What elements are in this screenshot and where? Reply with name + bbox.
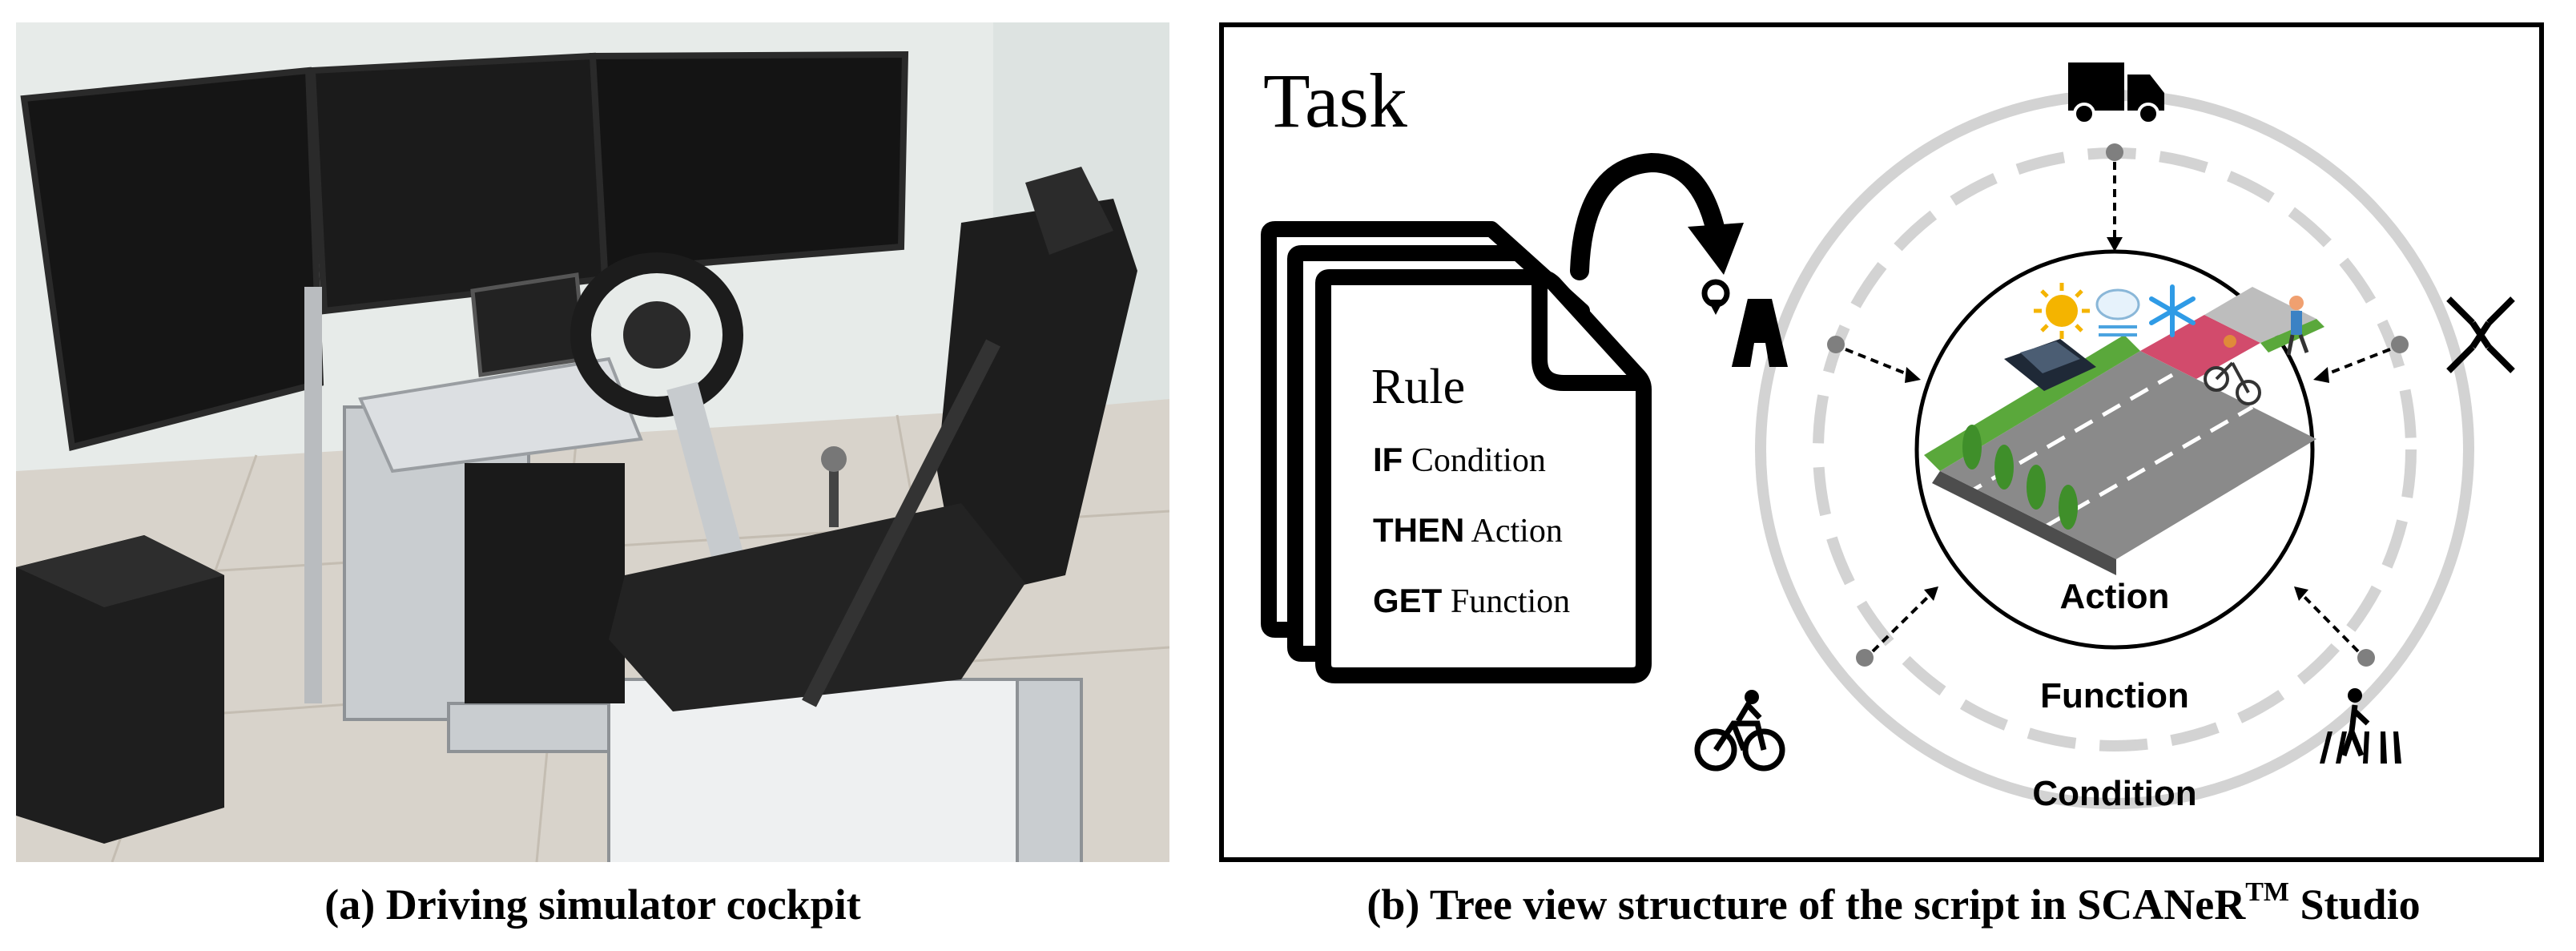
caption-b-main: (b) Tree view structure of the script in…	[1366, 880, 2246, 929]
action-label: Action	[2060, 577, 2170, 616]
function-label: Function	[2040, 676, 2189, 715]
rule-title: Rule	[1371, 360, 1465, 414]
steering-wheel	[570, 252, 746, 569]
rule-line-if: IF Condition	[1373, 441, 1546, 479]
rule-line-then: THEN Action	[1373, 511, 1563, 550]
fog-icon	[2095, 288, 2140, 336]
connector-dot-left	[1827, 336, 1845, 353]
car-icon	[2004, 339, 2096, 391]
connector-dot-bottom-right	[2357, 649, 2375, 667]
monitor-center	[308, 52, 609, 315]
task-label: Task	[1263, 58, 1407, 143]
cockpit-photo	[16, 22, 1169, 862]
snow-icon	[2149, 284, 2196, 337]
monitor-left	[20, 66, 324, 451]
caption-b-tail: Studio	[2289, 880, 2421, 929]
cyclist-figure	[2204, 361, 2261, 405]
truck-icon	[2068, 62, 2164, 125]
curved-arrow-icon	[1570, 152, 1744, 280]
road-scene-illustration	[1924, 287, 2324, 575]
pedestrian-crossing-icon	[2320, 688, 2401, 764]
tree-view-diagram: Task Rule IF Condition THEN Action GET F…	[1219, 22, 2568, 862]
rule-line-get: GET Function	[1373, 582, 1570, 620]
driver-seat	[609, 167, 1137, 711]
monitor-right	[589, 50, 909, 275]
connector-dot-right	[2391, 336, 2409, 353]
connector-dot-top	[2106, 143, 2123, 161]
crossroad-icon	[2446, 296, 2515, 373]
caption-panel-a: (a) Driving simulator cockpit	[324, 880, 861, 929]
caption-panel-b: (b) Tree view structure of the script in…	[1219, 877, 2568, 929]
connector-dot-bottom-left	[1856, 649, 1874, 667]
pedestrian-figure	[2286, 296, 2309, 356]
caption-b-trademark: TM	[2245, 877, 2289, 907]
condition-label: Condition	[2032, 774, 2196, 813]
bicycle-icon	[1694, 720, 1785, 772]
road-pin-icon	[1701, 279, 1788, 367]
sun-icon	[2034, 283, 2090, 339]
rule-document-stack	[1261, 221, 1652, 683]
pc-tower	[16, 535, 224, 844]
